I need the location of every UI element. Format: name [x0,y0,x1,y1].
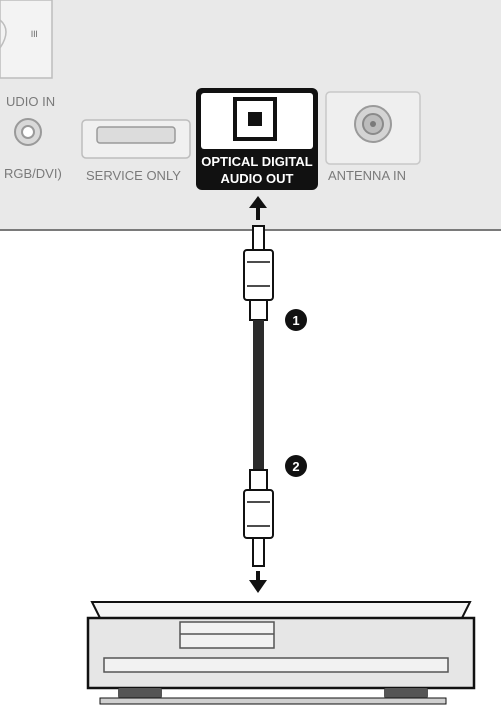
optical-cable [243,225,274,567]
optical-audio-out-port: OPTICAL DIGITAL AUDIO OUT [196,88,318,190]
audio-device [86,601,476,705]
audio-in-label: UDIO IN [6,94,55,109]
service-only-label: SERVICE ONLY [86,168,181,183]
service-only-port: SERVICE ONLY [81,119,191,183]
device-foot-right [384,688,428,698]
antenna-in-port: ANTENNA IN [325,91,421,183]
cable-bottom-plug [243,489,274,539]
arrow-up-icon [249,196,267,220]
svg-text:2: 2 [292,459,299,474]
optical-label-line2: AUDIO OUT [221,171,294,186]
step-marker-1: 1 [285,309,307,331]
rgb-dvi-label: RGB/DVI) [4,166,62,181]
panel-tab-glyph: ≡ [27,30,42,38]
device-front-strip [103,657,449,673]
cable-bottom-tip [252,537,265,567]
cable-wire [253,320,264,470]
arrow-down-icon [249,571,267,593]
optical-label-line1: OPTICAL DIGITAL [201,154,313,169]
cable-top-plug [243,249,274,301]
svg-text:1: 1 [292,313,299,328]
cable-top-tip [252,225,265,251]
step-marker-2: 2 [285,455,307,477]
device-foot-left [118,688,162,698]
hdmi-connector-icon [96,126,176,144]
audio-in-port: UDIO IN RGB/DVI) [4,94,62,181]
antenna-in-label: ANTENNA IN [328,168,406,183]
panel-tab [0,0,53,79]
device-disc-tray [179,621,275,649]
